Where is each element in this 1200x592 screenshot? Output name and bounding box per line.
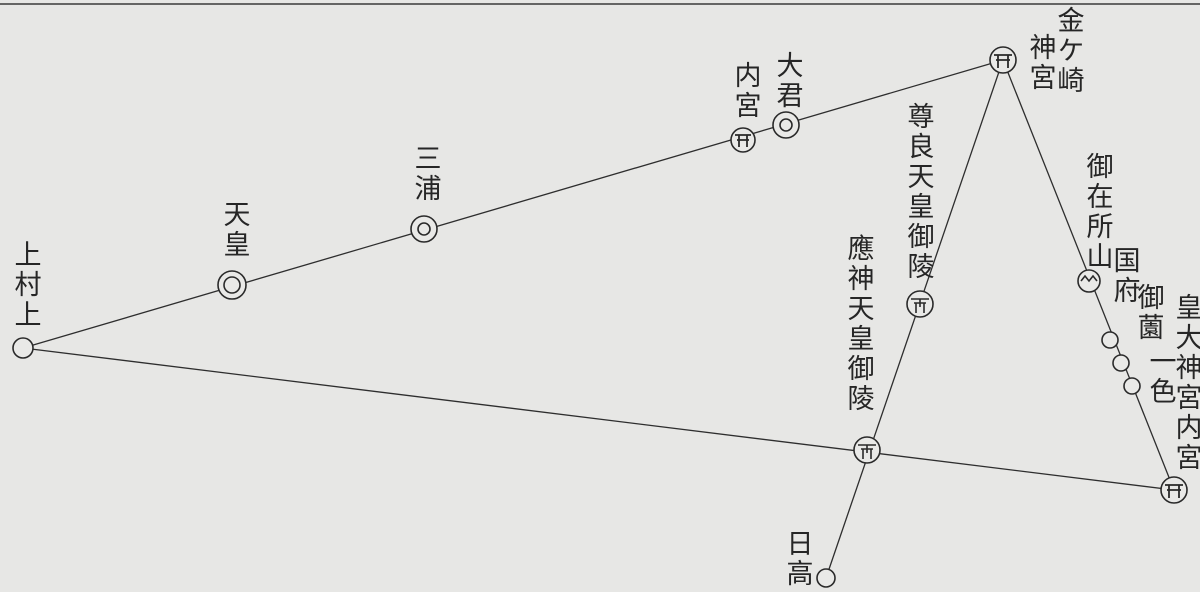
line-kamimurakami-naiku: [22, 347, 1175, 491]
node-gozaishoyama-mountain-icon: [1077, 269, 1101, 293]
label-tenno: 天皇: [219, 200, 250, 260]
node-takara-tomb-icon: [906, 290, 934, 318]
node-naiku-shrine-icon: [730, 127, 756, 153]
node-hidaka: [816, 568, 836, 588]
label-takara-tenno-goryo: 尊良天皇御陵: [903, 102, 935, 282]
node-okimi: [772, 111, 800, 139]
node-kamimurakami: [12, 337, 34, 359]
label-gozaishoyama: 御在所山: [1082, 152, 1114, 272]
line-kanegasaki-hidaka: [825, 59, 1004, 579]
label-naiku-left: 内宮: [730, 61, 761, 121]
label-okimi: 大君: [772, 51, 804, 111]
label-hidaka: 日高: [782, 529, 813, 589]
node-kokufu: [1101, 331, 1119, 349]
node-kanegasaki-shrine-icon: [989, 46, 1017, 74]
label-ojin-tenno-goryo: 應神天皇御陵: [843, 234, 875, 414]
line-kamimurakami-kanegasaki: [22, 59, 1004, 349]
label-kanegasaki: 金ケ崎: [1053, 6, 1085, 96]
label-kokufu: 国府: [1109, 246, 1140, 306]
node-kotaijingu-shrine-icon: [1160, 476, 1188, 504]
node-tenno: [217, 270, 247, 300]
node-isshiki: [1123, 377, 1141, 395]
node-miura: [410, 215, 438, 243]
label-isshiki: 一色: [1145, 347, 1176, 407]
node-misono: [1112, 354, 1130, 372]
label-miura: 三浦: [410, 144, 441, 204]
label-kanegasaki-jingu: 神宮: [1025, 33, 1057, 93]
label-kotaijingu-naiku: 皇大神宮内宮: [1171, 293, 1200, 473]
label-kamimurakami: 上村上: [10, 240, 42, 330]
label-misono: 御薗: [1133, 283, 1165, 343]
node-ojin-tomb-icon: [853, 436, 881, 464]
